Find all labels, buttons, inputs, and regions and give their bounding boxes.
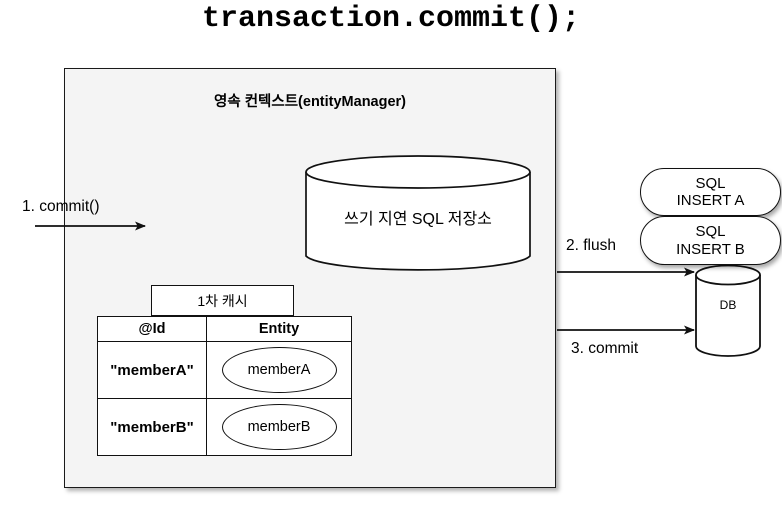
first-level-cache-table: @Id Entity "memberA" memberA "memberB" m… [97, 316, 352, 456]
sql-store-label: 쓰기 지연 SQL 저장소 [344, 211, 492, 228]
sql-insert-b-line2: INSERT B [676, 240, 745, 258]
sql-insert-a-box: SQL INSERT A [640, 168, 781, 216]
arrow-label-commit-db: 3. commit [571, 340, 639, 357]
column-header-entity: Entity [206, 316, 352, 342]
database-label: DB [719, 298, 737, 312]
cell-id-member-b: "memberB" [97, 398, 207, 456]
sql-insert-a-line1: SQL [695, 174, 726, 192]
table-row: "memberA" memberA [97, 341, 352, 399]
table-header-row: @Id Entity [97, 316, 352, 342]
sql-store-cylinder-icon [305, 155, 531, 273]
database-cylinder-icon [695, 264, 761, 357]
cell-entity-member-a: memberA [206, 341, 352, 399]
cell-id-member-a: "memberA" [97, 341, 207, 399]
table-row: "memberB" memberB [97, 398, 352, 456]
page-title: transaction.commit(); [201, 2, 581, 36]
sql-insert-b-box: SQL INSERT B [640, 216, 781, 265]
persistence-context-title: 영속 컨텍스트(entityManager) [213, 94, 407, 110]
entity-ellipse-member-b: memberB [221, 404, 337, 450]
entity-ellipse-member-a: memberA [221, 347, 337, 393]
arrow-label-commit-in: 1. commit() [22, 198, 100, 215]
arrow-label-flush: 2. flush [566, 237, 616, 254]
sql-insert-a-line2: INSERT A [676, 192, 745, 209]
sql-insert-b-line1: SQL [695, 223, 726, 241]
column-header-id: @Id [97, 316, 207, 342]
cell-entity-member-b: memberB [206, 398, 352, 456]
first-level-cache-tag: 1차 캐시 [151, 285, 294, 316]
